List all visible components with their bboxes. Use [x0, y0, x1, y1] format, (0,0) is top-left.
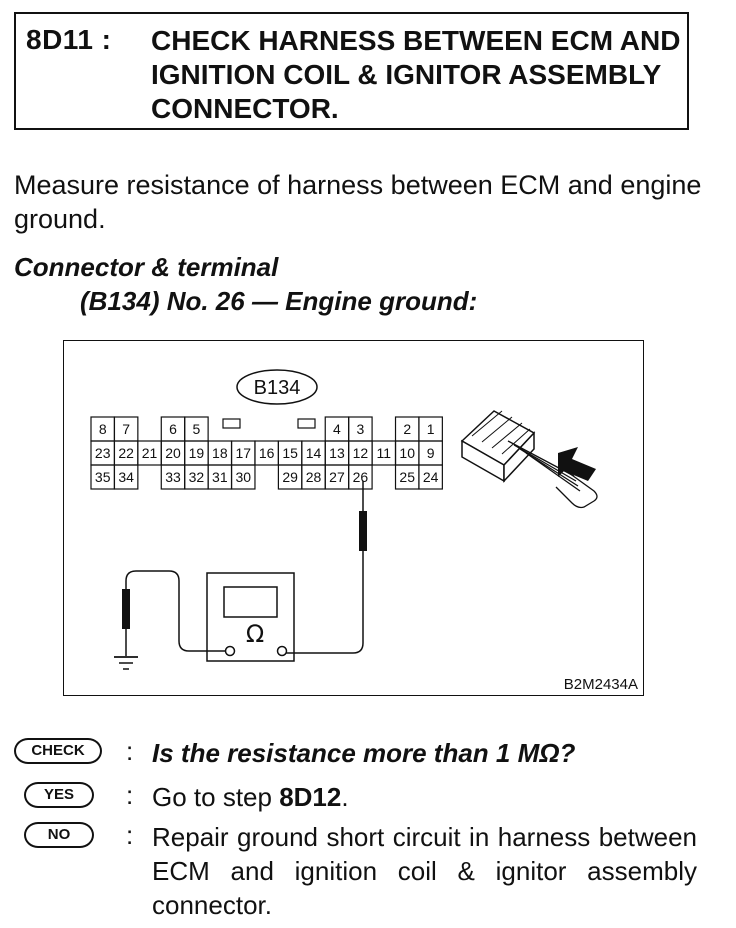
ground-probe-tip: [122, 589, 130, 629]
connector-pin-cell: [348, 464, 373, 490]
probe-tip: [359, 511, 367, 551]
connector-pin-label: 3: [356, 421, 364, 437]
yes-badge: YES: [24, 782, 94, 808]
connector-pin-label: 15: [282, 445, 298, 461]
connector-pin-label: 1: [427, 421, 435, 437]
connector-pin-label: 11: [377, 445, 392, 461]
connector-pin-label: 14: [306, 445, 322, 461]
connector-pin-label: 8: [99, 421, 107, 437]
no-separator: :: [126, 820, 134, 850]
connector-pin-label: 33: [165, 469, 181, 485]
connector-key-tab: [222, 418, 241, 429]
connector-pin-cell: [230, 464, 256, 490]
meter-terminal-right: [276, 645, 288, 657]
connector-pin-label: 6: [169, 421, 177, 437]
step-header-box: 8D11 : CHECK HARNESS BETWEEN ECM AND IGN…: [14, 12, 689, 130]
connector-key-tab: [297, 418, 316, 429]
connector-pin-label: 13: [329, 445, 345, 461]
yes-prefix: Go to step: [152, 782, 280, 812]
yes-suffix: .: [341, 782, 349, 812]
connector-pin-label: 5: [193, 421, 201, 437]
connector-pin-label: 10: [399, 445, 415, 461]
connector-pin-label: 24: [423, 469, 439, 485]
connector-pin-label: 22: [118, 445, 134, 461]
connector-illustration-icon: [460, 410, 598, 509]
no-badge: NO: [24, 822, 94, 848]
connector-pin-label: 23: [95, 445, 111, 461]
connector-pin-label: 30: [235, 469, 251, 485]
connector-pin-label: 12: [353, 445, 369, 461]
ground-lead: [125, 570, 226, 652]
check-badge: CHECK: [14, 738, 102, 764]
instruction-text: Measure resistance of harness between EC…: [14, 170, 702, 234]
probe-lead: [286, 551, 364, 654]
connector-label: Connector & terminal: [14, 252, 279, 282]
connector-pin-cell: [418, 464, 443, 490]
step-id: 8D11 :: [26, 24, 112, 55]
yes-answer: Go to step 8D12.: [152, 780, 697, 814]
connector-pin-label: 17: [235, 445, 251, 461]
connector-pin-label: 18: [212, 445, 228, 461]
no-row: NO : Repair ground short circuit in harn…: [14, 820, 714, 924]
connector-pin-label: 29: [282, 469, 298, 485]
connector-pin-cell: [113, 464, 139, 490]
ohmmeter: [206, 572, 295, 662]
connector-pin-label: 31: [212, 469, 228, 485]
step-title: CHECK HARNESS BETWEEN ECM AND IGNITION C…: [151, 25, 681, 124]
connector-pin-label: 26: [353, 469, 369, 485]
connector-pin-label: 16: [259, 445, 275, 461]
yes-row: YES : Go to step 8D12.: [14, 780, 714, 816]
figure-code: B2M2434A: [564, 676, 638, 693]
connector-pin-label: 35: [95, 469, 111, 485]
connector-name-label: B134: [254, 377, 301, 399]
connector-pin-label: 2: [403, 421, 411, 437]
connector-pin-label: 7: [122, 421, 130, 437]
no-answer: Repair ground short circuit in harness b…: [152, 822, 697, 920]
connector-name-ellipse: [236, 369, 318, 405]
connector-detail: (B134) No. 26 — Engine ground:: [80, 286, 478, 316]
meter-terminal-left: [224, 645, 236, 657]
connector-pin-label: 34: [118, 469, 134, 485]
connector-pin-label: 21: [142, 445, 158, 461]
yes-step-link: 8D12: [279, 782, 342, 812]
ohm-symbol: Ω: [246, 620, 264, 648]
connector-pin-label: 9: [427, 445, 435, 461]
connector-pin-label: 4: [333, 421, 341, 437]
check-row: CHECK : Is the resistance more than 1 MΩ…: [14, 736, 714, 772]
check-question: Is the resistance more than 1 MΩ?: [152, 738, 576, 768]
connector-pin-label: 32: [189, 469, 205, 485]
yes-separator: :: [126, 780, 134, 810]
connector-pin-label: 19: [189, 445, 205, 461]
connector-pin-label: 25: [399, 469, 415, 485]
connector-pin-label: 20: [165, 445, 181, 461]
connector-pin-label: 27: [329, 469, 345, 485]
meter-display: [223, 586, 278, 618]
connector-pin-label: 28: [306, 469, 322, 485]
check-separator: :: [126, 736, 134, 766]
